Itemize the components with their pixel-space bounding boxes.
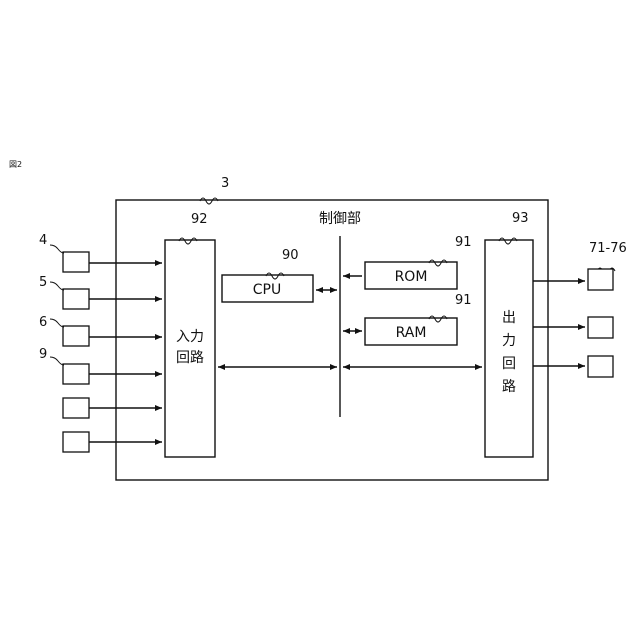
output-circuit-char-3: 回 xyxy=(502,356,516,372)
rom-label: ROM xyxy=(395,269,428,285)
input-device-leader xyxy=(50,357,64,365)
input-device-leader xyxy=(50,319,64,327)
control-unit-label: 制御部 xyxy=(319,211,361,227)
control-unit-ref: 3 xyxy=(221,176,229,191)
input-device-box xyxy=(63,398,89,418)
output-circuit-ref: 93 xyxy=(512,211,529,226)
input-device-box xyxy=(63,326,89,346)
output-circuit-char-2: 力 xyxy=(502,333,516,349)
cpu-label: CPU xyxy=(253,282,281,298)
input-circuit-label-2: 回路 xyxy=(176,350,204,366)
input-device-box xyxy=(63,289,89,309)
output-device-box xyxy=(588,269,613,290)
cpu-ref: 90 xyxy=(282,248,299,263)
input-circuit-box xyxy=(165,240,215,457)
output-circuit-char-4: 路 xyxy=(502,379,516,395)
ram-label: RAM xyxy=(396,325,427,341)
input-device-ref: 5 xyxy=(39,275,47,290)
input-device-ref: 6 xyxy=(39,315,47,330)
input-circuit-ref: 92 xyxy=(191,212,208,227)
rom-ref: 91 xyxy=(455,235,472,250)
input-device-leader xyxy=(50,282,64,290)
input-device-box xyxy=(63,432,89,452)
output-circuit-char-1: 出 xyxy=(502,310,516,326)
output-device-box xyxy=(588,356,613,377)
output-devices-ref: 71-76 xyxy=(589,241,627,256)
input-device-ref: 4 xyxy=(39,233,47,248)
output-device-box xyxy=(588,317,613,338)
ram-ref: 91 xyxy=(455,293,472,308)
figure-label: 図2 xyxy=(9,160,22,169)
input-device-box xyxy=(63,364,89,384)
input-device-box xyxy=(63,252,89,272)
input-circuit-label-1: 入力 xyxy=(176,329,204,345)
input-device-leader xyxy=(50,245,64,253)
input-device-ref: 9 xyxy=(39,347,47,362)
